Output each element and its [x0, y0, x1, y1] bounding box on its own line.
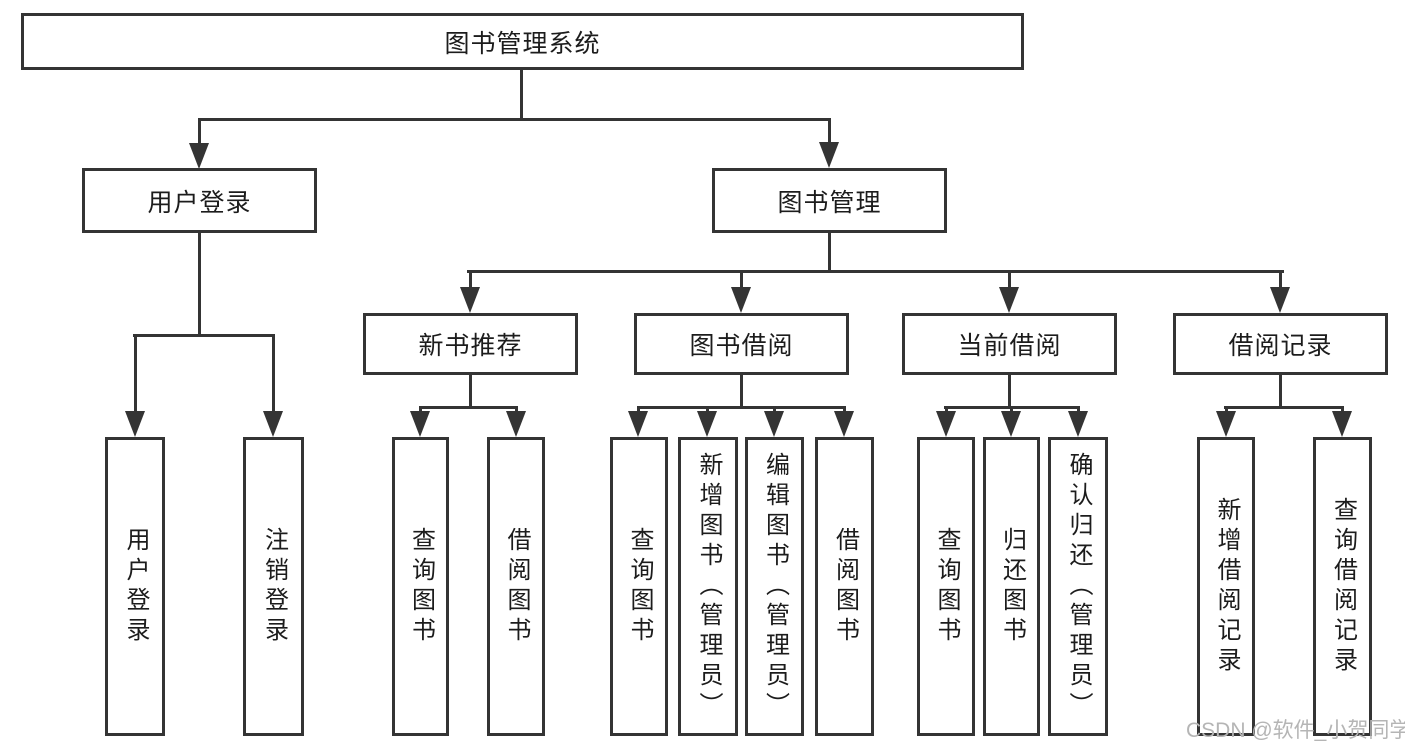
leaf-add-borrow-record: 新增借阅记录 [1197, 437, 1255, 736]
node-label: 新增借阅记录 [1213, 496, 1240, 677]
node-label: 查询借阅记录 [1329, 496, 1357, 677]
node-label: 借阅记录 [1228, 332, 1333, 360]
csdn-watermark: CSDN @软件_小贺同学 [1186, 719, 1405, 742]
node-borrow-records: 借阅记录 [1173, 313, 1388, 375]
connector-newbooks-branch [419, 406, 518, 409]
connector-root-stem [520, 70, 523, 119]
arrowhead-icon [731, 287, 751, 313]
connector-arrow-stem [198, 118, 201, 148]
arrowhead-icon [936, 411, 956, 437]
connector-arrow-stem [828, 118, 831, 148]
leaf-user-login: 用户登录 [105, 437, 165, 736]
connector-arrow-stem [1008, 270, 1011, 292]
arrowhead-icon [1001, 411, 1021, 437]
arrowhead-icon [999, 287, 1019, 313]
leaf-borrow-books-1: 借阅图书 [487, 437, 545, 736]
connector-userlogin-branch [133, 334, 275, 337]
node-book-management: 图书管理 [712, 168, 947, 233]
leaf-borrow-books-2: 借阅图书 [815, 437, 874, 736]
leaf-return-books: 归还图书 [983, 437, 1040, 736]
arrowhead-icon [263, 411, 283, 437]
node-label: 借阅图书 [831, 526, 859, 647]
node-label: 查询图书 [407, 526, 435, 647]
leaf-query-borrow-record: 查询借阅记录 [1313, 437, 1372, 736]
node-book-borrow: 图书借阅 [634, 313, 849, 375]
node-label: 注销登录 [260, 526, 288, 647]
connector-records-stem [1279, 375, 1282, 408]
arrowhead-icon [125, 411, 145, 437]
leaf-logout: 注销登录 [243, 437, 304, 736]
node-user-login: 用户登录 [82, 168, 317, 233]
arrowhead-icon [1068, 411, 1088, 437]
connector-borrow-branch [637, 406, 845, 409]
connector-newbooks-stem [469, 375, 472, 408]
node-label: 图书借阅 [689, 332, 794, 360]
arrowhead-icon [834, 411, 854, 437]
node-label: 用户登录 [147, 188, 252, 217]
connector-records-branch [1224, 406, 1344, 409]
node-label: 用户登录 [122, 526, 149, 647]
arrowhead-icon [697, 411, 717, 437]
arrowhead-icon [819, 142, 839, 168]
arrowhead-icon [1270, 287, 1290, 313]
leaf-edit-books-admin: 编辑图书（管理员） [745, 437, 804, 736]
node-label: 当前借阅 [957, 332, 1062, 360]
connector-arrow-stem [1279, 270, 1282, 292]
arrowhead-icon [764, 411, 784, 437]
node-label: 图书管理 [777, 188, 882, 217]
node-label: 确认归还（管理员） [1065, 451, 1092, 722]
connector-bookmgmt-branch [467, 270, 1284, 273]
node-current-borrow: 当前借阅 [902, 313, 1117, 375]
arrowhead-icon [460, 287, 480, 313]
connector-arrow-stem [469, 270, 472, 292]
leaf-add-books-admin: 新增图书（管理员） [678, 437, 738, 736]
arrowhead-icon [506, 411, 526, 437]
connector-current-stem [1008, 375, 1011, 408]
node-label: 归还图书 [998, 526, 1026, 647]
node-root-system: 图书管理系统 [21, 13, 1024, 70]
leaf-confirm-return-admin: 确认归还（管理员） [1048, 437, 1108, 736]
node-label: 借阅图书 [503, 526, 530, 647]
connector-userlogin-stem [198, 233, 201, 336]
leaf-query-books-2: 查询图书 [610, 437, 668, 736]
connector-arrow-stem [740, 270, 743, 292]
arrowhead-icon [1216, 411, 1236, 437]
leaf-query-books-1: 查询图书 [392, 437, 449, 736]
node-label: 编辑图书（管理员） [761, 451, 789, 722]
node-label: 图书管理系统 [444, 29, 601, 58]
arrowhead-icon [189, 143, 209, 169]
arrowhead-icon [1332, 411, 1352, 437]
connector-bookmgmt-stem [828, 233, 831, 273]
node-label: 查询图书 [626, 526, 653, 647]
node-label: 新书推荐 [418, 332, 523, 360]
leaf-query-books-3: 查询图书 [917, 437, 975, 736]
node-new-book-recommend: 新书推荐 [363, 313, 578, 375]
node-label: 查询图书 [933, 526, 960, 647]
connector-arrow-stem [134, 334, 137, 416]
arrowhead-icon [628, 411, 648, 437]
connector-root-branch [198, 118, 831, 121]
connector-borrow-stem [740, 375, 743, 408]
connector-arrow-stem [272, 334, 275, 416]
arrowhead-icon [410, 411, 430, 437]
node-label: 新增图书（管理员） [695, 451, 722, 722]
